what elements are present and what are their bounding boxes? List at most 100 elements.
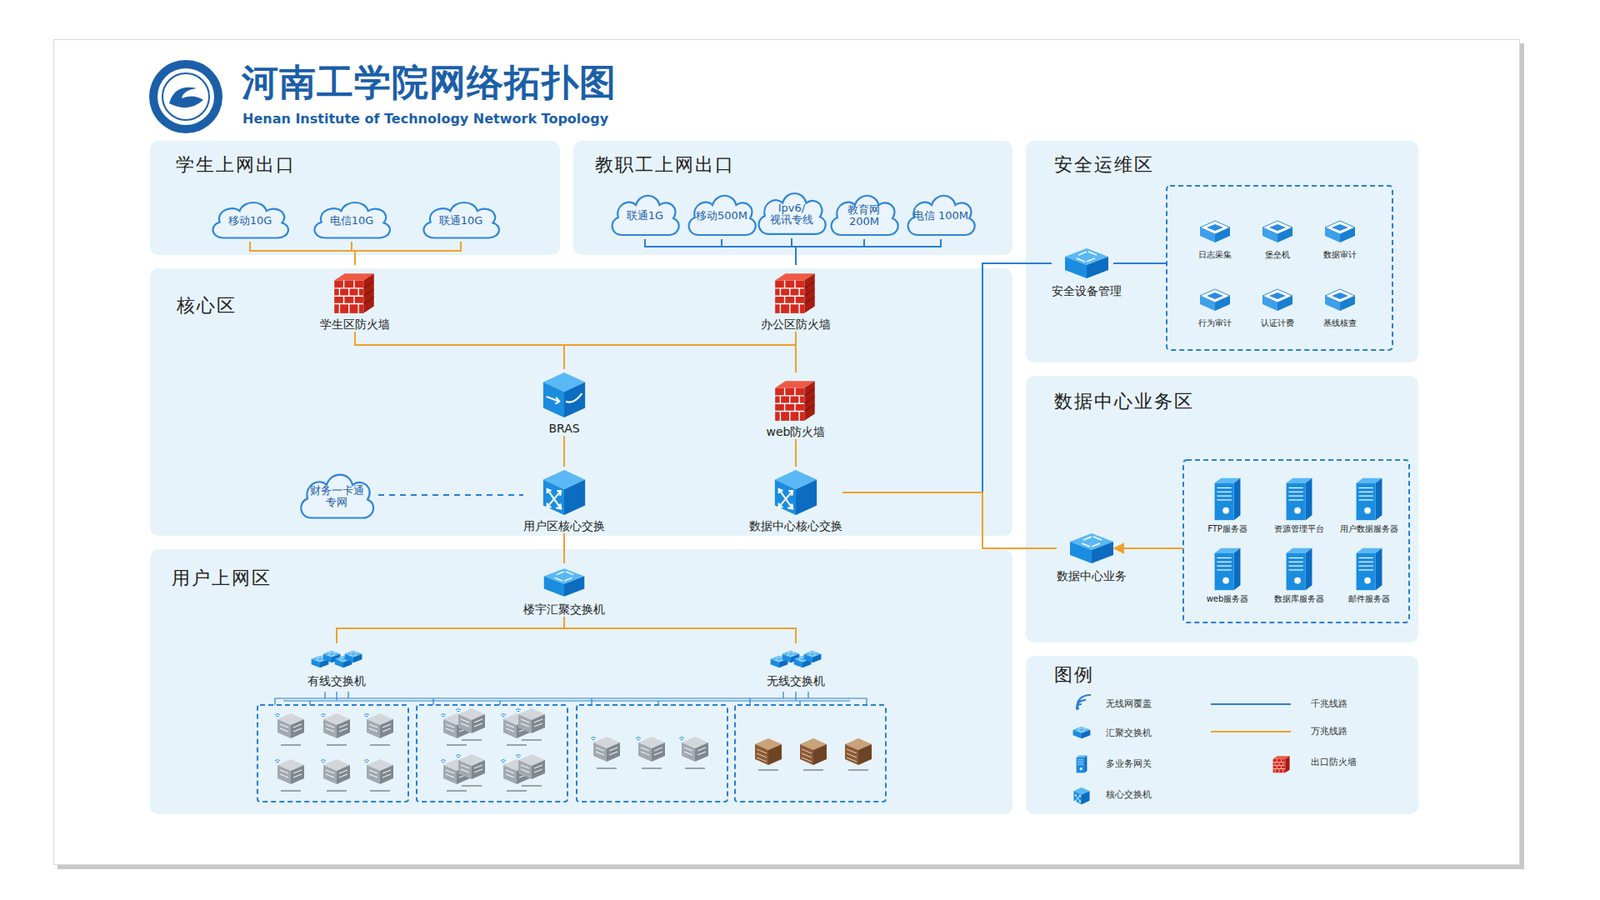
building (515, 754, 545, 780)
connector (842, 492, 1057, 549)
device-label: BRAS (548, 420, 580, 436)
agg-symbol (544, 568, 585, 597)
device-label: 用户区核心交换 (523, 518, 605, 534)
srv-icon (1209, 475, 1246, 524)
cloud-node: 财务一卡通 专网 (295, 467, 379, 523)
core-icon (771, 466, 820, 519)
building (590, 736, 620, 762)
device-node: 堡垒机 (1259, 217, 1296, 260)
core-symbol (775, 470, 817, 515)
building-base (521, 785, 542, 787)
region-panel: 学生上网出口移动10G 电信10G 联通10G (150, 140, 560, 255)
building-base (641, 768, 662, 770)
device-node: FTP服务器 (1207, 475, 1248, 535)
device-label: web防火墙 (766, 424, 826, 440)
wire (1113, 262, 1167, 265)
building-base (461, 740, 482, 741)
cloud-node: 教育网 200M (825, 189, 903, 240)
connector (564, 533, 565, 564)
device-label: 学生区防火墙 (320, 316, 390, 332)
connector (355, 331, 565, 370)
fw-icon (329, 265, 381, 317)
device-node: 数据审计 (1321, 217, 1359, 260)
cloud-label: 联通10G (439, 211, 484, 227)
dev-icon (1196, 285, 1234, 318)
srv-icon (1280, 475, 1318, 524)
connector-line (795, 439, 797, 467)
cloud-node: 电信 100M (902, 189, 980, 240)
device-node: 基线核查 (1321, 285, 1359, 329)
fw-icon (770, 372, 822, 425)
cloud-outline (212, 202, 288, 239)
region-panel: 用户上网区楼宇汇聚交换机有线交换机无线交换机 (150, 549, 1013, 815)
cloud-outline (831, 195, 899, 235)
dev-symbol (1325, 289, 1355, 311)
building-base (685, 768, 705, 770)
cloud-label: 移动500M (695, 206, 748, 222)
cloud-label: 财务一卡通 专网 (305, 481, 368, 510)
device-label: 数据中心核心交换 (749, 518, 843, 534)
device-node: 办公区防火墙 (760, 265, 831, 332)
dev-icon (1321, 285, 1359, 318)
dev-icon (1321, 217, 1359, 250)
device-label: 数据中心业务 (1056, 568, 1127, 584)
device-label: 堡垒机 (1265, 249, 1290, 260)
cloud-outline (759, 193, 826, 235)
subtitle: Henan Institute of Technology Network To… (242, 110, 609, 127)
region-heading: 学生上网出口 (175, 152, 296, 178)
cloud-label: Ipv6/ 视讯专线 (763, 199, 820, 227)
building-base (326, 745, 347, 746)
device-label: 资源管理平台 (1274, 523, 1325, 535)
dev-symbol (1262, 220, 1293, 243)
region-panel: 教职工上网出口联通1G移动500MIpv6/ 视讯专线教育网 200M电信 10… (573, 140, 1013, 255)
device-node: BRAS (540, 369, 589, 436)
building (635, 736, 665, 762)
dev-symbol (1325, 220, 1355, 243)
connector (564, 331, 796, 370)
region-panel: 安全运维区安全设备管理日志采集堡垒机数据审计行为审计认证计费基线核查 (1025, 140, 1419, 363)
srv-symbol (1215, 548, 1241, 590)
building-base (521, 740, 542, 741)
region-panel: 核心区学生区防火墙办公区防火墙BRASweb防火墙财务一卡通 专网用户区核心交换… (150, 268, 1013, 536)
building (679, 736, 709, 762)
bras-symbol (543, 372, 585, 418)
core-icon (540, 466, 589, 519)
connector-line (355, 331, 565, 370)
fw-symbol (775, 273, 815, 314)
legend-text: 多业务网关 (1105, 758, 1152, 770)
dev-symbol (1262, 289, 1293, 311)
building-base (506, 745, 527, 746)
buildings (275, 708, 872, 791)
connector (842, 263, 1052, 493)
cloud-outline (612, 195, 680, 235)
legend-text: 无线网覆盖 (1105, 698, 1152, 710)
connector-line (563, 533, 565, 564)
fw-icon (770, 265, 822, 317)
stack-icon (769, 643, 823, 674)
cloud-node: 移动10G (206, 196, 294, 242)
connector (378, 495, 524, 496)
device-label: 有线交换机 (307, 673, 366, 689)
cloud-label: 电信10G (330, 211, 375, 227)
building (455, 754, 485, 780)
building (320, 759, 350, 785)
building-base (280, 790, 301, 792)
building-base (446, 790, 467, 792)
agg-symbol (1070, 533, 1114, 564)
connector-line (795, 331, 797, 373)
dev-symbol (1200, 289, 1230, 311)
cloud-node: Ipv6/ 视讯专线 (753, 186, 830, 239)
cloud-label: 联通1G (626, 206, 664, 222)
region-panel: 图例 (1025, 655, 1419, 815)
device-label: 用户数据服务器 (1340, 523, 1399, 535)
legend-text: 核心交换机 (1105, 789, 1152, 801)
device-node: 资源管理平台 (1274, 475, 1325, 535)
device-label: 无线交换机 (766, 673, 825, 689)
legend-text: 汇聚交换机 (1105, 727, 1152, 740)
building (320, 713, 350, 739)
building (515, 708, 545, 734)
connector (564, 435, 565, 467)
